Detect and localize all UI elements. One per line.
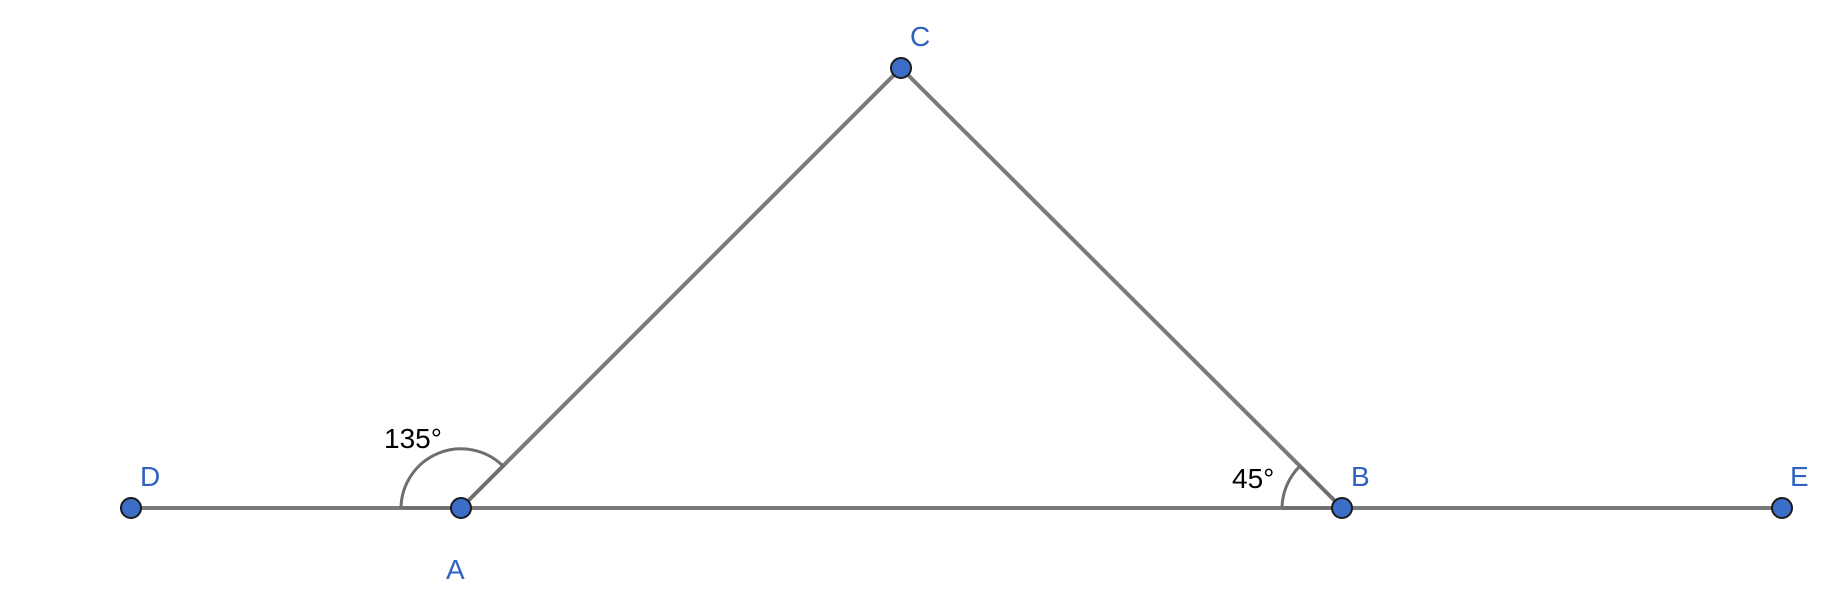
segment-c-b <box>899 66 1344 510</box>
angle-label-a: 135° <box>384 423 442 454</box>
point-label-a: A <box>446 554 465 585</box>
angle-arc-a <box>399 447 506 510</box>
point-label-b: B <box>1351 461 1370 492</box>
point-e[interactable] <box>1771 497 1793 519</box>
point-label-c: C <box>910 21 930 52</box>
segment-a-c <box>459 66 903 510</box>
point-label-d: D <box>140 461 160 492</box>
point-label-e: E <box>1790 461 1809 492</box>
point-a[interactable] <box>450 497 472 519</box>
angle-label-b: 45° <box>1232 463 1274 494</box>
point-b[interactable] <box>1331 497 1353 519</box>
angle-arc-b <box>1280 463 1346 510</box>
point-c[interactable] <box>890 57 912 79</box>
point-d[interactable] <box>120 497 142 519</box>
